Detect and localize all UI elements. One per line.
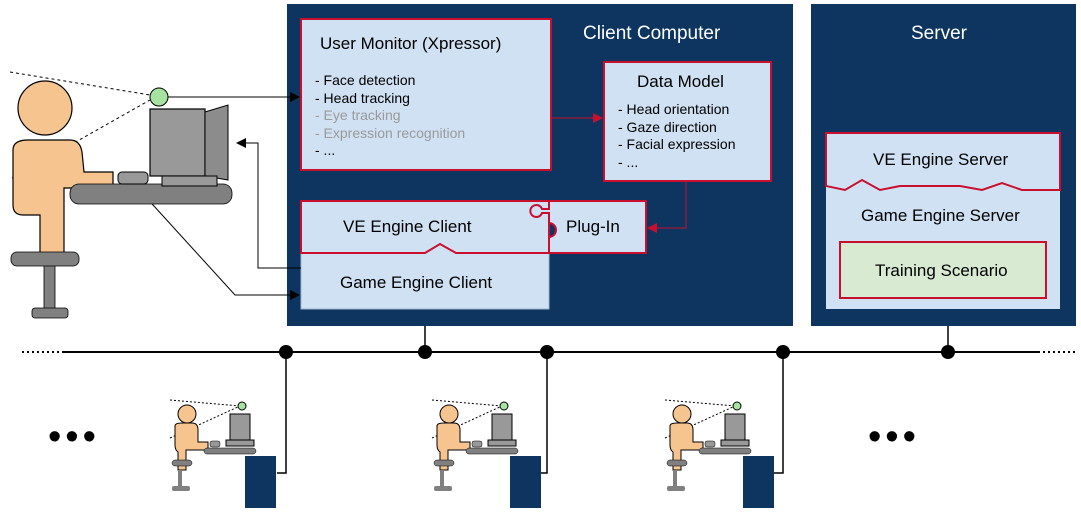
chair-seat: [10, 251, 80, 267]
plugin-label: Plug-In: [566, 217, 620, 236]
workstation-3: [664, 399, 774, 508]
monitor-screen: [149, 108, 206, 177]
user-monitor-box: [300, 18, 552, 171]
data-model-box: [603, 61, 772, 182]
data-model-item: - Facial expression: [618, 136, 736, 152]
user-monitor-item: - Eye tracking: [315, 107, 401, 123]
main-user-workstation: [9, 71, 233, 319]
game-engine-client-label: Game Engine Client: [340, 273, 493, 292]
data-model-item: - ...: [618, 153, 639, 170]
data-model-item: - Gaze direction: [618, 118, 717, 135]
user-monitor-item: - Expression recognition: [315, 124, 466, 141]
data-model-list: - Head orientation- Gaze direction- Faci…: [618, 101, 736, 171]
user-monitor-item: - ...: [315, 142, 336, 158]
webcam-icon: [149, 87, 169, 107]
training-scenario-box: [839, 241, 1047, 299]
right-ellipsis: •••: [868, 416, 920, 458]
datamodel-to-plugin-arrow: [647, 181, 687, 233]
data-model-title: Data Model: [637, 72, 724, 91]
plugin-box: [529, 200, 647, 254]
client-to-screen-arrow: [236, 138, 301, 269]
workstation-2: [431, 399, 541, 508]
bus-node-workstation-2: [540, 345, 554, 359]
user-monitor-title: User Monitor (Xpressor): [320, 34, 502, 53]
workstation-1: [169, 399, 276, 508]
input-to-client-arrow: [132, 182, 300, 300]
game-engine-server-label: Game Engine Server: [861, 206, 1020, 225]
user-monitor-item: - Face detection: [315, 72, 416, 88]
user-head: [17, 80, 73, 136]
ve-engine-server-box: [825, 132, 1061, 192]
training-scenario-label: Training Scenario: [875, 261, 1008, 280]
bus-node-server: [941, 345, 955, 359]
bus-node-workstation-3: [776, 345, 790, 359]
bus-node-workstation-1: [279, 345, 293, 359]
user-monitor-item: - Head tracking: [315, 89, 410, 106]
desk: [69, 183, 233, 205]
user-monitor-list: - Face detection- Head tracking- Eye tra…: [315, 72, 465, 160]
server-title: Server: [911, 23, 967, 44]
ve-engine-server-label: VE Engine Server: [873, 150, 1009, 169]
client-computer-title: Client Computer: [583, 23, 721, 44]
data-model-item: - Head orientation: [618, 101, 730, 117]
ve-engine-client-label: VE Engine Client: [343, 217, 472, 236]
keyboard: [117, 171, 149, 185]
bus-node-client: [418, 345, 432, 359]
user-body: [12, 139, 114, 256]
left-ellipsis: •••: [48, 416, 100, 458]
